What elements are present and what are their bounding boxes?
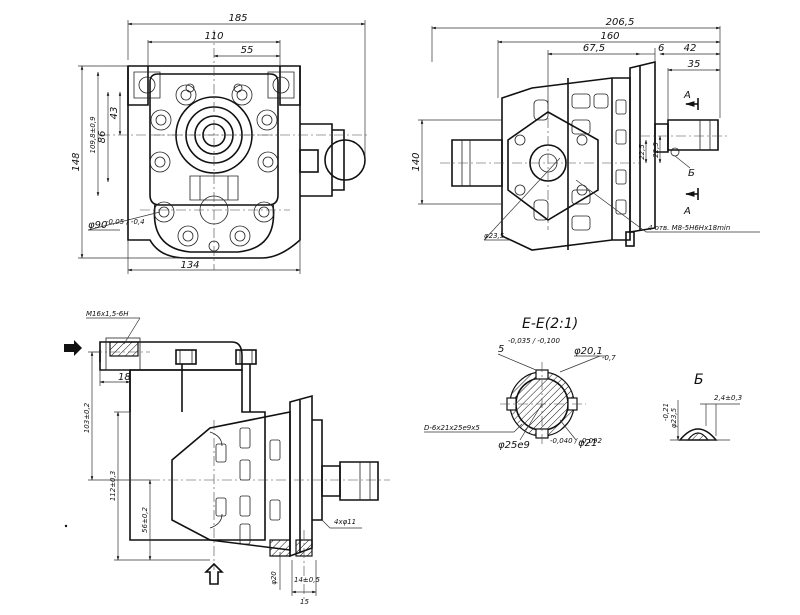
side-view: A A Б 206,5 160 67,5 6 42 35 140 22,5 22… — [411, 17, 760, 251]
dim-148: 148 — [71, 152, 82, 171]
dim-phi20-1: φ20,1 — [574, 346, 603, 357]
dim-109-bore: 109,8±0,9 — [89, 116, 97, 154]
section-title: E-E(2:1) — [522, 316, 578, 332]
detail-dim-phi23-5: φ23,5 — [670, 407, 678, 428]
spline-note: D-6x21x25e9x5 — [424, 424, 480, 432]
dim-5: 5 — [498, 344, 504, 355]
dim-134: 134 — [180, 260, 199, 271]
inlet-arrow-icon — [64, 340, 82, 356]
dim-phi23-5: φ23,5 — [484, 232, 505, 240]
dim-15: 15 — [300, 598, 309, 606]
dim-18: 18 — [118, 372, 131, 383]
top-view: M16x1,5-6H 18 103±0,2 112±0,3 56±0,2 φ20… — [64, 310, 390, 606]
detail-b: Б φ23,5 -0,21 2,4±0,3 — [662, 372, 742, 441]
dim-185: 185 — [228, 13, 247, 24]
dim-phi90: φ90 — [88, 220, 107, 231]
dim-43: 43 — [109, 107, 120, 120]
detail-title: Б — [694, 372, 704, 388]
dim-42: 42 — [684, 43, 697, 54]
section-mark-bottom: A — [683, 206, 691, 217]
bolt-note: 4 отв. M8-5H6Hx18min — [648, 224, 730, 232]
dim-103: 103±0,2 — [83, 402, 91, 433]
detail-mark-b: Б — [688, 168, 695, 179]
section-e-e: E-E(2:1) 5 -0,035 / -0,100 φ20,1 -0,7 D-… — [424, 316, 616, 451]
thread-note: M16x1,5-6H — [86, 310, 129, 318]
dim-140: 140 — [411, 152, 422, 171]
outlet-arrow-icon — [204, 562, 224, 585]
dim-phi25-tol: -0,040 / -0,092 — [550, 437, 602, 445]
dim-35: 35 — [688, 59, 701, 70]
dim-4phi11: 4xφ11 — [334, 518, 356, 526]
dim-phi21: φ21 — [578, 438, 597, 449]
section-mark-top: A — [683, 90, 691, 101]
dim-67-5: 67,5 — [583, 43, 605, 54]
dim-56: 56±0,2 — [141, 507, 149, 533]
dim-22-5a: 22,5 — [638, 144, 646, 160]
dim-55: 55 — [241, 45, 254, 56]
dim-phi20-1-tol: -0,7 — [602, 354, 616, 362]
dim-14: 14±0,5 — [294, 576, 320, 584]
dim-6: 6 — [658, 43, 664, 54]
front-view: 185 110 55 148 109,8±0,9 86 43 134 φ90 -… — [71, 13, 370, 274]
dim-160: 160 — [600, 31, 619, 42]
dim-206-5: 206,5 — [606, 17, 635, 28]
dim-86: 86 — [97, 131, 108, 144]
dim-110: 110 — [204, 31, 223, 42]
dim-5-tol: -0,035 / -0,100 — [508, 337, 560, 345]
dim-phi20: φ20 — [270, 571, 278, 585]
dim-phi90-tol: -0,05 / -0,4 — [106, 218, 145, 226]
detail-dim-2-4: 2,4±0,3 — [714, 394, 742, 402]
detail-dim-phi23-5-tol: -0,21 — [662, 403, 670, 421]
dim-112: 112±0,3 — [109, 471, 117, 501]
dim-phi25: φ25e9 — [498, 440, 530, 451]
dim-22-5b: 22,5 — [652, 142, 660, 158]
